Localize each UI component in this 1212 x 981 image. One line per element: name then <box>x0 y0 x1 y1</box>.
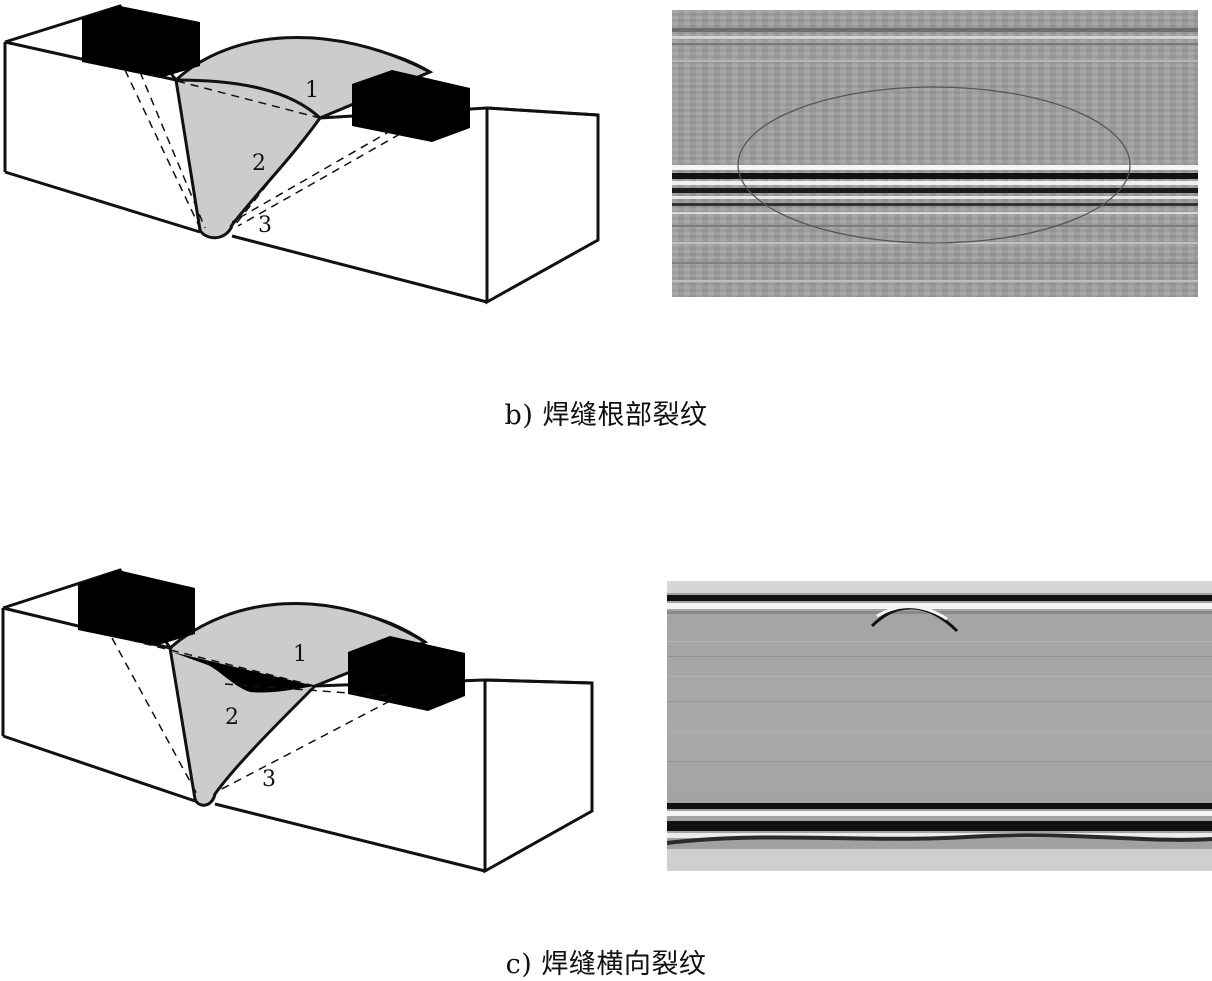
zone-label-2-b: 2 <box>252 151 266 176</box>
zone-label-1-b: 1 <box>305 78 319 103</box>
caption-b: b) 焊缝根部裂纹 <box>0 393 1212 432</box>
ultrasonic-scan-image-c <box>667 581 1212 871</box>
panel-weld-transverse-crack: 1 2 3 <box>0 486 1212 972</box>
block-end-face <box>487 108 598 302</box>
block-end-face-c <box>485 680 592 871</box>
zone-label-3-b: 3 <box>258 213 272 238</box>
caption-c: c) 焊缝横向裂纹 <box>0 942 1212 981</box>
zone-label-2-c: 2 <box>225 705 239 730</box>
weld-block-diagram-b: 1 2 3 <box>0 0 660 320</box>
weld-block-diagram-c: 1 2 3 <box>0 556 660 956</box>
panel-weld-root-crack: 1 2 3 <box>0 0 1212 486</box>
zone-label-3-c: 3 <box>262 767 276 792</box>
zone-label-1-c: 1 <box>293 642 307 667</box>
ultrasonic-scan-image-b <box>672 10 1198 297</box>
